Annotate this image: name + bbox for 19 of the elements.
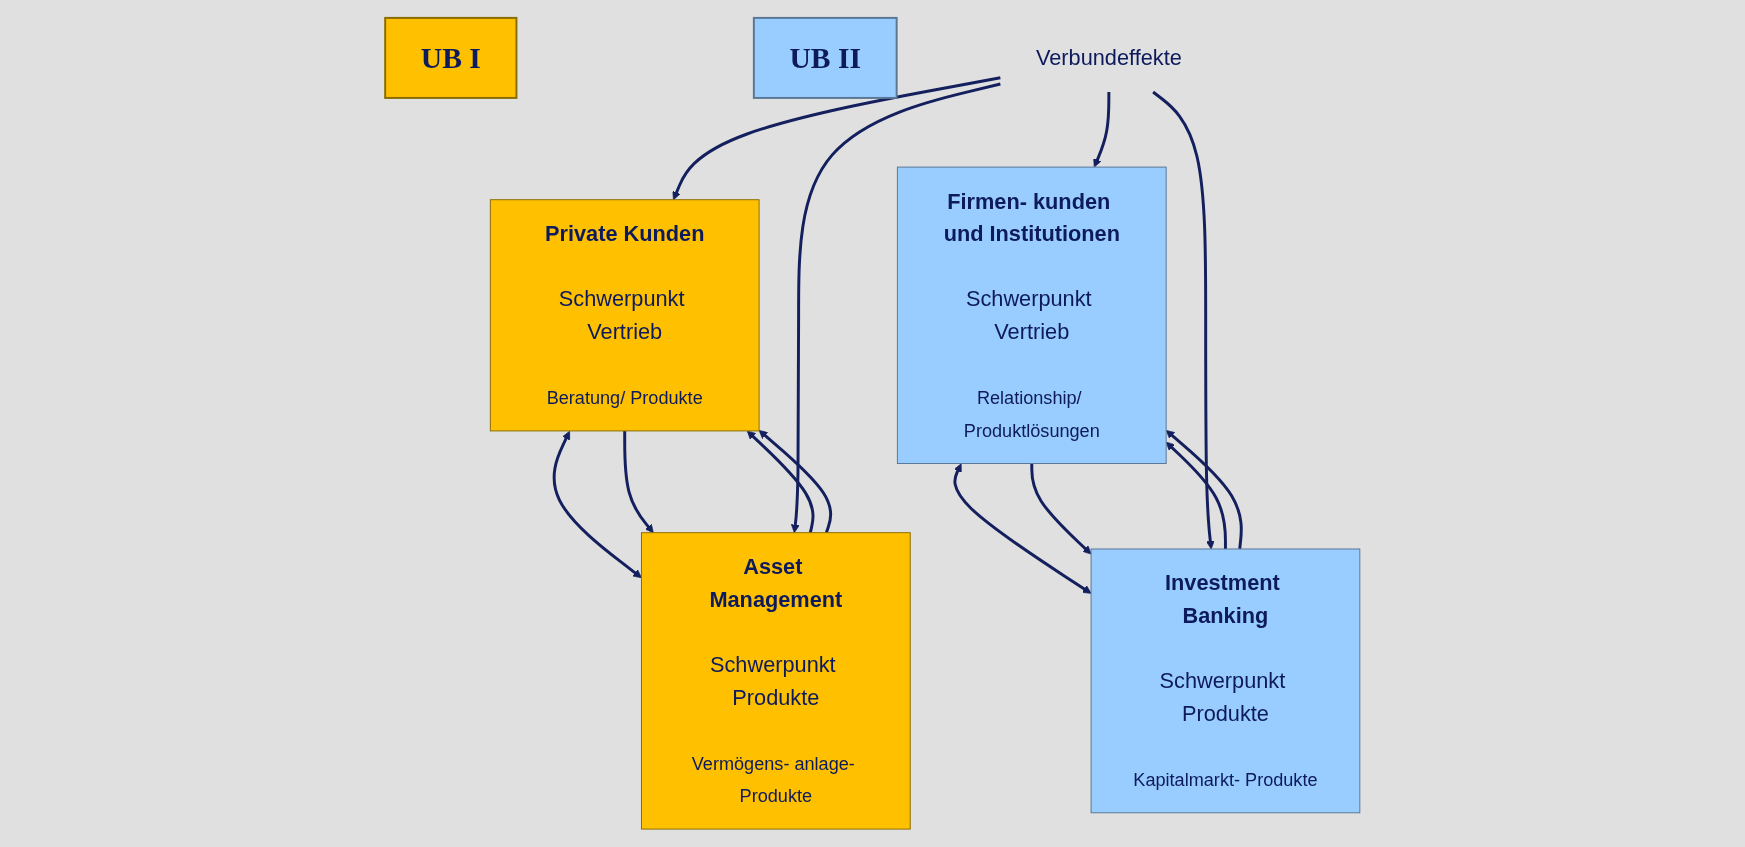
node-box: UB I	[384, 16, 518, 99]
arrow	[790, 82, 1001, 534]
arrow	[1152, 90, 1215, 550]
arrow	[953, 463, 1092, 594]
arrow	[758, 430, 833, 534]
arrow	[1030, 463, 1092, 555]
node-text: Verbundeffekte	[1035, 45, 1182, 71]
node-box: UB II	[752, 16, 898, 99]
arrow	[623, 430, 654, 534]
arrow	[552, 430, 642, 579]
node-box: Investment Banking Schwerpunkt Produkte Kapitalmarkt- Produkte	[1090, 548, 1361, 814]
node-box: Asset Management Schwerpunkt Produkte Vermögens- anlage- Produkte	[640, 532, 911, 830]
arrow	[1165, 441, 1227, 549]
arrow	[746, 430, 815, 533]
node-box: Firmen- kunden und Institutionen Schwerpunkt Vertrieb Relationship/ Produktlösungen	[896, 166, 1167, 464]
arrow	[672, 76, 1001, 201]
node-box: Private Kunden Schwerpunkt Vertrieb Beratung/ Produkte	[489, 199, 760, 432]
arrow	[1093, 92, 1111, 168]
arrow	[1165, 430, 1243, 550]
